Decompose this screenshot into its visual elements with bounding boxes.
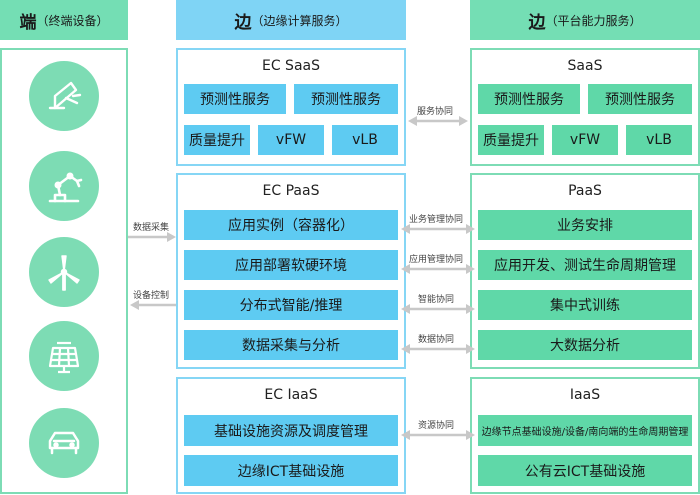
label-intel-collab: 智能协同 [418,295,455,305]
ec-iaas-title: EC IaaS [264,387,318,403]
header-end-devices: 端（终端设备） [0,0,128,40]
saas-vlb: vLB [626,125,692,155]
label-device-control: 设备控制 [133,291,170,301]
saas-title: SaaS [567,58,603,74]
arrow-service-collab [408,116,468,126]
ec-saas-quality: 质量提升 [184,125,250,155]
ec-saas-title: EC SaaS [261,58,320,74]
iaas-public-cloud-ict: 公有云ICT基础设施 [478,455,692,486]
paas-biz-arrange: 业务安排 [478,210,692,240]
ec-saas-predict-2: 预测性服务 [294,84,398,114]
saas-quality: 质量提升 [478,125,544,155]
ec-paas-distributed-ai: 分布式智能/推理 [184,290,398,320]
ec-paas-data-analysis: 数据采集与分析 [184,330,398,360]
paas-title: PaaS [568,183,602,199]
header-edge-sub: （边缘计算服务） [251,13,348,28]
ec-paas-title: EC PaaS [262,183,320,199]
ec-iaas-ict-infra: 边缘ICT基础设施 [184,455,398,486]
ec-saas-vlb: vLB [332,125,398,155]
header-end-main: 端 [19,12,37,33]
label-resource-collab: 资源协同 [418,421,455,431]
header-platform-main: 边 [528,12,546,33]
ec-paas-deploy-env: 应用部署软硬环境 [184,250,398,280]
paas-dev-lifecycle: 应用开发、测试生命周期管理 [478,250,692,280]
ec-saas-predict-1: 预测性服务 [184,84,286,114]
ec-iaas-resource-mgmt: 基础设施资源及调度管理 [184,415,398,446]
header-platform: 边（平台能力服务） [470,0,700,40]
ec-saas-vfw: vFW [258,125,324,155]
label-data-collab: 数据协同 [418,335,455,345]
label-service-collab: 服务协同 [417,107,454,117]
arrow-data-collab [401,344,475,354]
arrow-resource-collab [401,430,475,440]
car-icon [29,408,99,478]
saas-predict-2: 预测性服务 [588,84,692,114]
arrow-biz-mgmt-collab [401,224,475,234]
robot-arm-icon [29,151,99,221]
arrow-intel-collab [401,304,475,314]
arrow-data-collect [128,232,176,242]
paas-big-data: 大数据分析 [478,330,692,360]
satellite-dish-icon [29,61,99,131]
paas-central-training: 集中式训练 [478,290,692,320]
header-edge-main: 边 [234,12,252,33]
solar-panel-icon [29,321,99,391]
header-end-sub: （终端设备） [36,13,109,28]
header-platform-sub: （平台能力服务） [545,13,642,28]
wind-turbine-icon [29,237,99,307]
saas-vfw: vFW [552,125,618,155]
header-edge-compute: 边（边缘计算服务） [176,0,406,40]
iaas-edge-lifecycle: 边缘节点基础设施/设备/南向端的生命周期管理 [478,415,692,446]
iaas-title: IaaS [569,387,601,403]
label-app-mgmt-collab: 应用管理协同 [409,255,464,265]
ec-paas-app-instance: 应用实例（容器化） [184,210,398,240]
label-data-collect: 数据采集 [133,223,170,233]
label-biz-mgmt-collab: 业务管理协同 [409,215,464,225]
arrow-app-mgmt-collab [401,264,475,274]
saas-predict-1: 预测性服务 [478,84,580,114]
arrow-device-control [130,300,178,310]
